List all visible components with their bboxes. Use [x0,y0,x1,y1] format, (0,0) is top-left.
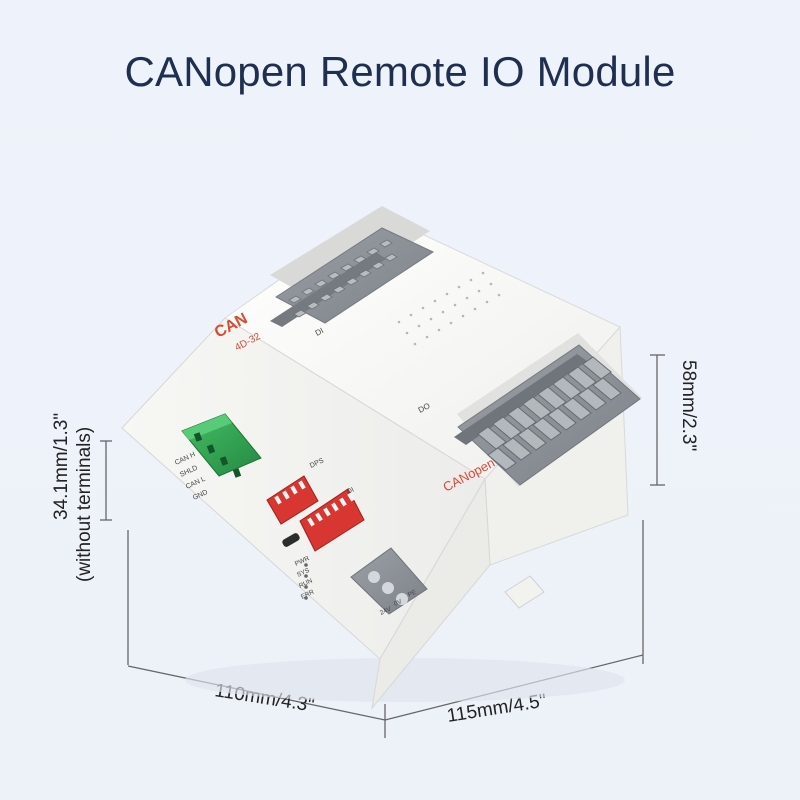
top-terminal-block [270,227,435,327]
power-24v-label: 24V [379,605,393,617]
usb-port [282,533,300,547]
right-terminal-block [454,344,641,486]
rail-clip [504,575,545,609]
dip-switch-block-right [299,488,365,552]
power-0v-label: 0V [393,598,404,608]
power-labels: 24V 0V PE [379,589,418,617]
power-connector [350,547,428,615]
indicator-leds [304,563,308,600]
di-channel-top-label: DI [314,326,325,338]
dip-switch-block-left [266,475,319,525]
page-title: CANopen Remote IO Module [124,48,676,95]
can-connector [181,413,262,478]
power-pe-label: PE [407,589,418,599]
dimension-height-without-terminals: 34.1mm/1.3" [51,413,72,520]
dimension-height-total: 58mm/2.3" [678,360,699,451]
top-dot-grid [397,271,501,346]
di-dip-label: DI [346,486,355,495]
device-shadow [185,658,625,702]
dimension-height-note: (without terminals) [74,427,95,582]
io-module: DI DO CAN 4D-32 CANopen CAN H SHLD CAN L… [121,206,642,710]
